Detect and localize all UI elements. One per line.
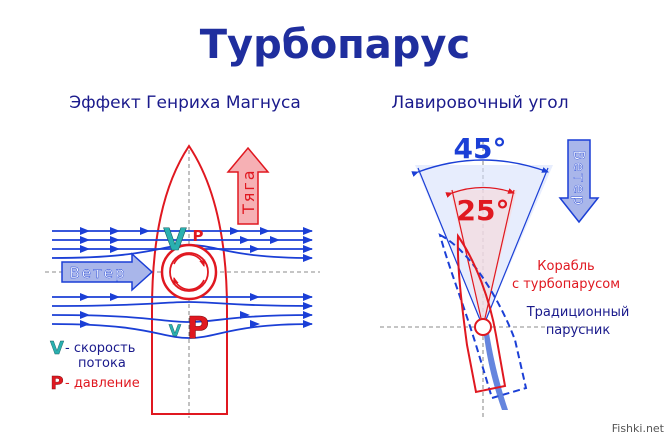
right-heading: Лавировочный угол — [391, 93, 568, 113]
wind-arrow-left — [61, 252, 154, 292]
wind-arrow-right — [558, 139, 600, 224]
lower-flow-lines — [51, 293, 313, 339]
velocity-symbol-high: V — [163, 223, 187, 258]
traditional-ship-label-2: парусник — [546, 323, 611, 338]
pressure-symbol-low: P — [193, 227, 204, 245]
legend-v-text-1: - скорость — [65, 341, 135, 356]
left-heading: Эффект Генриха Магнуса — [69, 93, 301, 113]
page-title: Турбопарус — [200, 22, 470, 68]
watermark: Fishki.net — [612, 422, 665, 435]
thrust-arrow — [226, 146, 270, 225]
legend-v-symbol: V — [50, 338, 64, 359]
turbo-ship-hull — [456, 232, 507, 394]
traditional-ship-label-1: Традиционный — [526, 305, 630, 320]
turbo-ship-label-1: Корабль — [537, 259, 594, 274]
turbo-ship-rotor — [474, 318, 492, 336]
traditional-ship-sail — [483, 327, 508, 410]
angle-25-label: 25° — [457, 194, 510, 227]
thrust-label: Тяга — [239, 168, 258, 215]
turbo-ship-label-2: с турбопарусом — [512, 277, 620, 292]
velocity-symbol-low: V — [169, 321, 182, 340]
pressure-symbol-high: P — [187, 311, 209, 346]
wind-label-left: Ветер — [69, 264, 126, 282]
traditional-ship-hull — [438, 233, 528, 400]
angle-45-label: 45° — [454, 132, 507, 165]
ship-hull — [151, 144, 228, 415]
wind-label-right: Ветер — [570, 150, 588, 207]
upper-flow-arrowheads — [80, 227, 280, 253]
legend-p-symbol: P — [50, 373, 63, 394]
lower-flow-arrowheads — [80, 293, 260, 328]
legend-p-text: - давление — [65, 376, 140, 391]
legend-v-text-2: потока — [78, 356, 126, 371]
rotor-cylinder — [160, 243, 218, 301]
